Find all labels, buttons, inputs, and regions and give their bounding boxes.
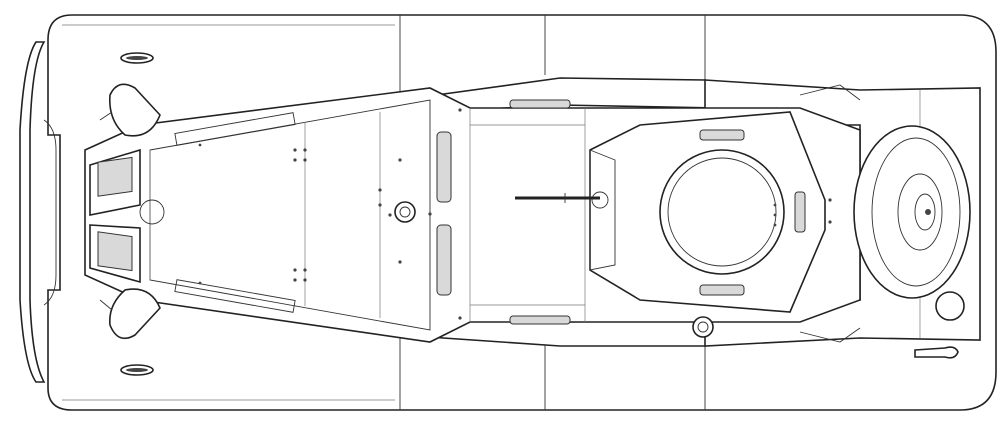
- turret-vision-block-rear: [794, 191, 806, 233]
- turret-vision-block-bottom: [699, 284, 745, 296]
- rear-horn: [914, 346, 959, 359]
- side-gear-fitting: [692, 316, 714, 338]
- turret-hatch-ring: [659, 149, 785, 275]
- turret-mantlet: [589, 149, 616, 271]
- rivets: [198, 108, 832, 320]
- headlight-left: [108, 83, 161, 137]
- fender-panel-joints: [62, 15, 706, 410]
- side-slot-top: [509, 99, 571, 109]
- side-slot-bottom: [509, 315, 571, 325]
- vision-slot-left-lower: [436, 224, 452, 296]
- hood-louvre-right: [174, 279, 296, 313]
- hood-louvre-left: [174, 112, 296, 146]
- rear-fitting: [935, 291, 965, 321]
- headlight-right: [108, 288, 161, 340]
- turret-sight: [591, 191, 609, 209]
- vision-slot-left-upper: [436, 131, 452, 203]
- spare-wheel: [853, 125, 971, 299]
- fuel-cap: [394, 201, 416, 223]
- turret-vision-block-top: [699, 129, 745, 141]
- front-bumper: [19, 41, 46, 383]
- front-center-hatch: [139, 199, 165, 225]
